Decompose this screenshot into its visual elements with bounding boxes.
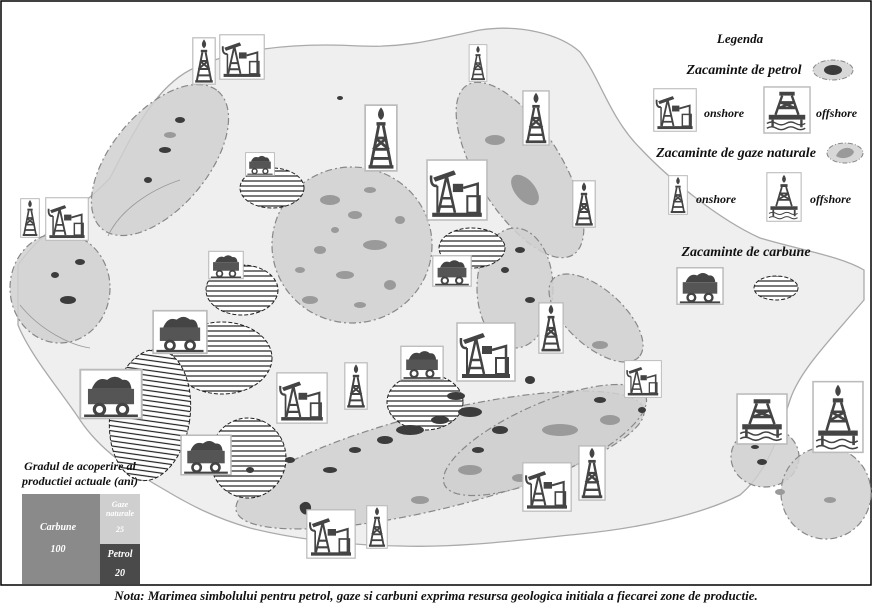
- gas-onshore-icon: [572, 179, 596, 229]
- gas-onshore-icon: [365, 105, 397, 171]
- oil-onshore-icon: [624, 360, 662, 398]
- coverage-inset: Gradul de acoperire al productiei actual…: [21, 459, 140, 584]
- footnote: Nota: Marimea simbolului pentru petrol, …: [113, 588, 758, 603]
- coal-cart-icon: [180, 433, 232, 477]
- coverage-cell-carbune: [22, 494, 100, 584]
- legend-oil-heading: Zacaminte de petrol: [685, 63, 801, 78]
- coal-zone-swatch: [753, 275, 799, 301]
- oil-onshore-icon: [522, 462, 572, 512]
- gas-onshore-icon: [468, 44, 488, 82]
- legend-oil-onshore-label: onshore: [704, 106, 745, 120]
- oil-onshore-icon: [276, 372, 328, 424]
- inner-boundaries: [19, 179, 181, 349]
- country-outline: [17, 27, 865, 547]
- legend-gas-heading: Zacaminte de gaze naturale: [655, 146, 816, 161]
- coverage-cell-petrol: [100, 544, 140, 584]
- legend-gas-onshore-icon: [668, 174, 688, 216]
- coverage-gaze-label-1: Gaze: [112, 500, 129, 509]
- zone-north-west: [90, 83, 230, 237]
- legend-coal-cart-icon: [676, 266, 724, 306]
- coverage-title-line2: productiei actuale (ani): [21, 474, 138, 488]
- coal-cart-icon: [208, 250, 244, 280]
- legend-title: Legenda: [716, 31, 764, 46]
- legend-gas-offshore-label: offshore: [810, 192, 852, 206]
- legend-oil-onshore-icon: [652, 88, 698, 132]
- gas-onshore-icon: [192, 37, 216, 85]
- coverage-petrol-label: Petrol: [108, 549, 133, 560]
- gas-onshore-icon: [344, 361, 368, 411]
- gas-onshore-icon: [366, 504, 388, 550]
- zone-curvature: [548, 273, 644, 363]
- legend-coal-heading: Zacaminte de carbune: [680, 245, 810, 260]
- legend-oil-offshore-label: offshore: [816, 106, 858, 120]
- gas-onshore-icon: [20, 198, 40, 238]
- coal-cart-icon: [400, 345, 444, 381]
- oil-onshore-icon: [219, 34, 265, 80]
- legend-gas-onshore-label: onshore: [696, 192, 737, 206]
- gas-offshore-icon: [812, 380, 864, 454]
- oil-offshore-icon: [736, 393, 788, 445]
- legend-oil-offshore-icon: [762, 86, 812, 134]
- coverage-cell-gaze: [100, 494, 140, 544]
- coverage-carbune-label: Carbune: [40, 522, 77, 533]
- coal-cart-icon: [432, 254, 472, 288]
- legend-gas-offshore-icon: [765, 172, 803, 222]
- coal-cart-icon: [245, 152, 275, 176]
- zone-offshore-east: [780, 446, 872, 540]
- zone-west: [9, 232, 111, 344]
- coverage-title-line1: Gradul de acoperire al: [24, 459, 136, 473]
- coverage-gaze-value: 25: [115, 525, 124, 534]
- gas-deposits: [164, 132, 836, 504]
- coverage-gaze-label-2: naturale: [106, 509, 134, 518]
- oil-deposit-swatch-inner: [824, 65, 842, 75]
- gas-onshore-icon: [578, 444, 606, 502]
- coal-cart-icon: [79, 367, 143, 421]
- coal-cart-icon: [152, 309, 208, 355]
- oil-onshore-icon: [426, 158, 488, 222]
- coverage-carbune-value: 100: [51, 544, 66, 555]
- gas-onshore-icon: [538, 301, 564, 355]
- oil-onshore-icon: [456, 321, 516, 383]
- oil-onshore-icon: [306, 508, 356, 560]
- legend: Legenda Zacaminte de petrol onshore offs…: [652, 31, 864, 306]
- coal-zone-7: [386, 373, 464, 431]
- gas-onshore-icon: [522, 89, 550, 147]
- coverage-petrol-value: 20: [114, 568, 125, 579]
- oil-onshore-icon: [45, 197, 89, 241]
- gas-deposit-swatch-inner: [836, 147, 854, 159]
